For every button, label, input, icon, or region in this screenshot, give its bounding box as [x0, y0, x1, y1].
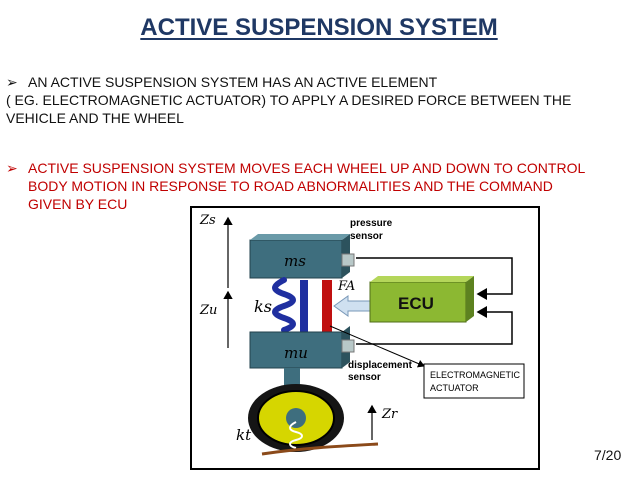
- displacement-feedback-wire: [356, 306, 513, 345]
- ecu-side: [466, 276, 474, 322]
- suspension-diagram-svg: Zs Zu ms pressure sensor ks FA ECU: [199, 213, 525, 456]
- zu-label: Zu: [199, 303, 217, 318]
- ecu-label: ECU: [398, 294, 434, 313]
- bullet-1-line-3: VEHICLE AND THE WHEEL: [6, 110, 184, 126]
- sprung-mass-top: [250, 234, 350, 240]
- bullet-1-line-1: AN ACTIVE SUSPENSION SYSTEM HAS AN ACTIV…: [28, 74, 438, 90]
- slide-title: ACTIVE SUSPENSION SYSTEM: [140, 14, 498, 41]
- zs-label: Zs: [199, 213, 216, 228]
- displacement-sensor-label-2: sensor: [348, 372, 381, 383]
- actuator-label-2: ACTUATOR: [430, 383, 479, 393]
- zr-label: Zr: [381, 407, 398, 422]
- fa-label: FA: [337, 279, 355, 294]
- suspension-spring: [272, 277, 296, 333]
- kt-label: kt: [236, 426, 252, 444]
- arrow-bullet-icon: ➢: [6, 74, 18, 90]
- ecu-top: [370, 276, 474, 282]
- pressure-sensor-label-1: pressure: [350, 218, 393, 229]
- pressure-sensor-label-2: sensor: [350, 231, 383, 242]
- wheel-hub: [286, 408, 306, 428]
- slide-number: 7/20: [594, 447, 622, 463]
- force-arrow-icon: [333, 295, 371, 317]
- ms-label: ms: [284, 252, 306, 270]
- actuator-callout-line: [329, 325, 425, 368]
- tire-spring: [289, 421, 303, 449]
- bullet-2-line-1: ACTIVE SUSPENSION SYSTEM MOVES EACH WHEE…: [28, 160, 586, 176]
- displacement-sensor-label-1: displacement: [348, 360, 413, 371]
- road-surface: [261, 442, 379, 456]
- suspension-diagram: Zs Zu ms pressure sensor ks FA ECU: [190, 206, 540, 470]
- bullet-2: ➢ ACTIVE SUSPENSION SYSTEM MOVES EACH WH…: [6, 159, 636, 213]
- actuator-callout-box: [423, 363, 525, 399]
- actuator-label-1: ELECTROMAGNETIC: [430, 370, 521, 380]
- ks-label: ks: [254, 297, 272, 316]
- pressure-feedback-wire: [356, 257, 513, 300]
- displacement-sensor: [341, 339, 355, 353]
- damper-rod: [300, 280, 308, 332]
- arrow-bullet-icon: ➢: [6, 160, 18, 176]
- electromagnetic-actuator: [322, 280, 332, 332]
- bullet-2-line-2: BODY MOTION IN RESPONSE TO ROAD ABNORMAL…: [28, 178, 553, 194]
- bullet-1-line-2: ( EG. ELECTROMAGNETIC ACTUATOR) TO APPLY…: [6, 92, 572, 108]
- bullet-2-line-3: GIVEN BY ECU: [28, 196, 128, 212]
- bullet-1: ➢ AN ACTIVE SUSPENSION SYSTEM HAS AN ACT…: [6, 73, 634, 127]
- mu-label: mu: [284, 344, 308, 362]
- sprung-mass-block: [249, 239, 343, 279]
- pressure-sensor: [341, 253, 355, 267]
